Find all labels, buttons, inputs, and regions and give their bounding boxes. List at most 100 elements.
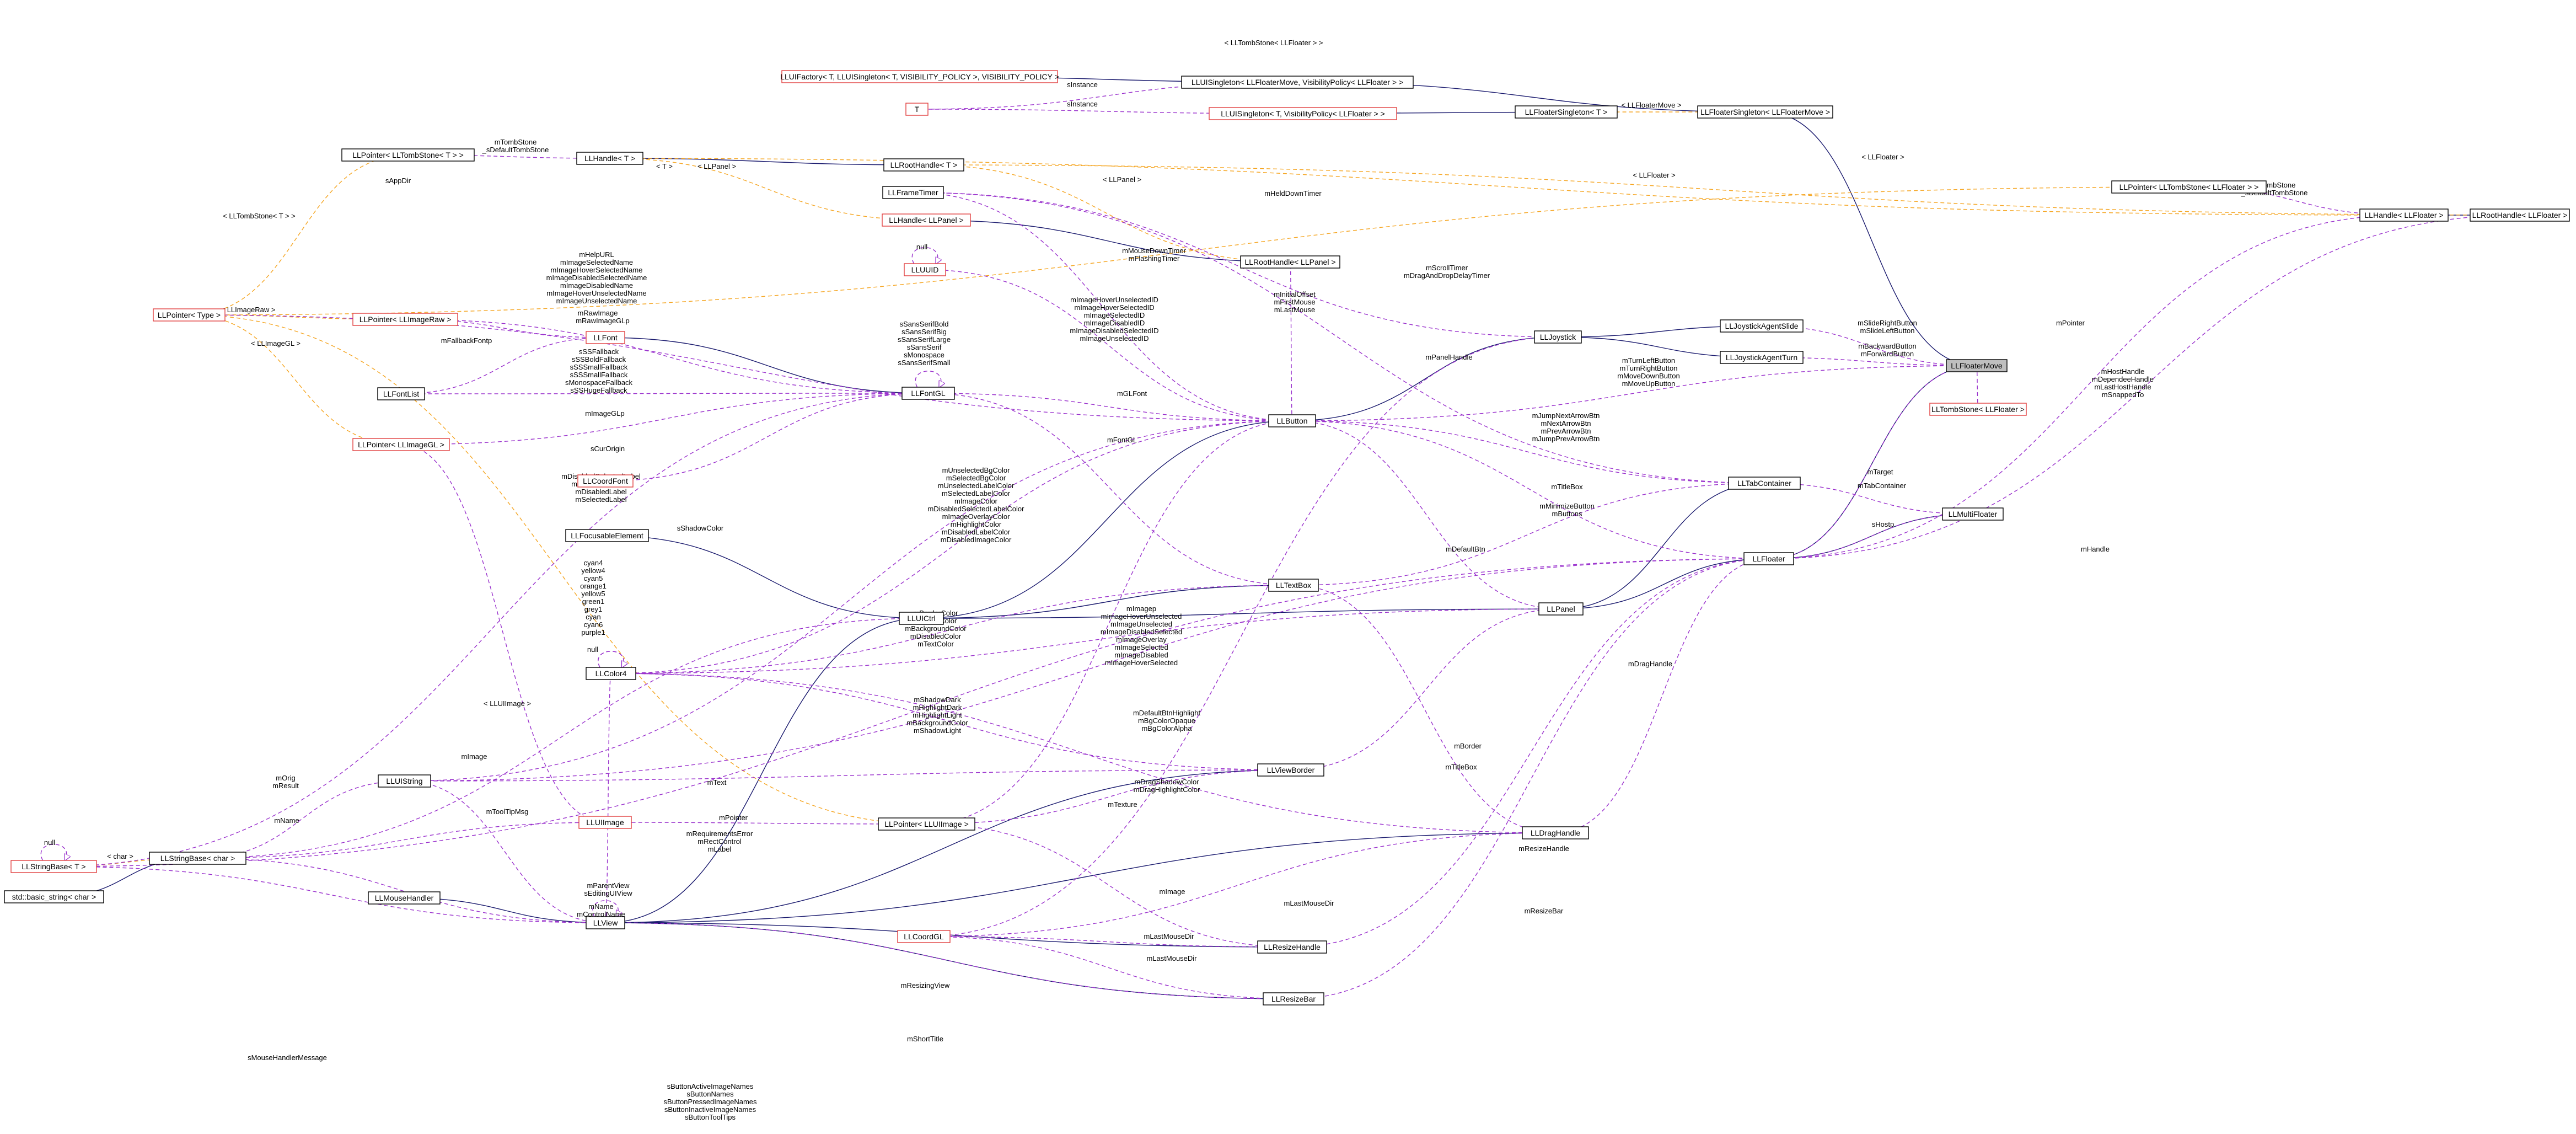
edge-LLFloaterMove-to-LLJoystickAgentTurn bbox=[1762, 357, 1977, 366]
edge-LLPointerLLUIImage-to-LLUIImage bbox=[605, 822, 927, 824]
class-node-LLPointerLLUIImage[interactable]: LLPointer< LLUIImage > bbox=[878, 817, 975, 831]
class-box bbox=[1263, 992, 1324, 1005]
class-name: LLPointer< LLTombStone< LLFloater > > bbox=[2119, 183, 2259, 191]
class-name: LLJoystickAgentTurn bbox=[1726, 353, 1797, 362]
class-node-LLHandleLLFloater[interactable]: LLHandle< LLFloater > bbox=[2359, 208, 2449, 222]
class-node-LLResizeHandle[interactable]: LLResizeHandle bbox=[1257, 940, 1327, 954]
class-node-LLUUID[interactable]: LLUUID bbox=[904, 263, 946, 276]
class-node-LLFloater[interactable]: LLFloater bbox=[1743, 552, 1794, 565]
class-box bbox=[4, 890, 104, 903]
class-name: LLMultiFloater bbox=[1949, 510, 1998, 518]
edge-label: mImage bbox=[461, 752, 487, 761]
class-name: LLPointer< LLUIImage > bbox=[884, 820, 969, 828]
class-node-LLMultiFloater[interactable]: LLMultiFloater bbox=[1942, 507, 2004, 521]
class-node-LLPointerLLImageGL[interactable]: LLPointer< LLImageGL > bbox=[352, 438, 450, 451]
edge-label: null bbox=[44, 838, 55, 847]
class-box bbox=[1257, 763, 1324, 777]
class-node-T[interactable]: T bbox=[905, 103, 929, 116]
edge-LLStringBaseT-to-LLStringBaseT bbox=[40, 844, 66, 860]
edge-LLPointerLLImageRaw-to-LLPointerType bbox=[189, 315, 406, 320]
class-node-LLHandleLLPanel[interactable]: LLHandle< LLPanel > bbox=[882, 213, 971, 227]
class-node-LLMouseHandler[interactable]: LLMouseHandler bbox=[368, 891, 441, 905]
class-node-LLPointerTombStoneT[interactable]: LLPointer< LLTombStone< T > > bbox=[341, 148, 475, 162]
class-node-LLResizeBar[interactable]: LLResizeBar bbox=[1263, 992, 1324, 1005]
class-node-LLJoystickAgentSlide[interactable]: LLJoystickAgentSlide bbox=[1720, 319, 1804, 333]
class-box bbox=[901, 387, 955, 400]
class-node-LLStringBaseChar[interactable]: LLStringBase< char > bbox=[149, 852, 246, 865]
edge-label: mBorder bbox=[1454, 742, 1482, 750]
class-node-LLFontGL[interactable]: LLFontGL bbox=[901, 387, 955, 400]
edge-label: sCurOrigin bbox=[591, 445, 625, 453]
class-node-LLJoystick[interactable]: LLJoystick bbox=[1534, 330, 1582, 344]
edge-LLUUID-to-LLUUID bbox=[911, 247, 937, 264]
class-node-LLFocusableElement[interactable]: LLFocusableElement bbox=[565, 529, 649, 542]
edge-label: < LLPanel > bbox=[697, 162, 736, 170]
class-name: LLStringBase< T > bbox=[22, 862, 85, 871]
class-node-LLFloaterMove[interactable]: LLFloaterMove bbox=[1946, 359, 2008, 372]
edge-label: mTitleBox bbox=[1551, 483, 1583, 491]
edge-label: sInstance bbox=[1067, 100, 1098, 108]
edge-label: mDefaultBtn bbox=[1446, 545, 1485, 553]
edge-labels-layer: < LLTombStone< LLFloater > >< LLFloaterM… bbox=[44, 39, 2307, 1121]
class-node-LLHandleT[interactable]: LLHandle< T > bbox=[576, 152, 643, 165]
edge-label: < T > bbox=[656, 162, 673, 170]
edge-label: mPanelHandle bbox=[1425, 353, 1472, 361]
class-name: LLFloaterSingleton< T > bbox=[1525, 108, 1608, 116]
class-node-LLUISingletonMove[interactable]: LLUISingleton< LLFloaterMove, Visibility… bbox=[1181, 76, 1414, 89]
class-node-LLUIString[interactable]: LLUIString bbox=[378, 774, 431, 788]
class-box bbox=[1946, 359, 2008, 372]
edge-LLButton-to-LLRootHandleLLPanel bbox=[1290, 262, 1292, 421]
class-node-LLTabContainer[interactable]: LLTabContainer bbox=[1728, 477, 1801, 490]
class-name: LLFontList bbox=[383, 389, 419, 398]
edge-label: mShortTitle bbox=[907, 1035, 943, 1043]
class-node-LLButton[interactable]: LLButton bbox=[1268, 414, 1316, 427]
edge-LLJoystick-to-LLCoordGL bbox=[924, 336, 1558, 937]
class-node-LLJoystickAgentTurn[interactable]: LLJoystickAgentTurn bbox=[1720, 351, 1804, 364]
edge-LLFloater-to-LLUIString bbox=[405, 558, 1769, 781]
class-node-LLTextBox[interactable]: LLTextBox bbox=[1268, 579, 1319, 592]
class-node-LLCoordFont[interactable]: LLCoordFont bbox=[577, 474, 634, 488]
class-node-LLFontList[interactable]: LLFontList bbox=[377, 387, 425, 400]
edge-label: mGLFont bbox=[1117, 389, 1147, 398]
class-node-LLUIImage[interactable]: LLUIImage bbox=[578, 816, 632, 829]
class-name: LLFloater bbox=[1752, 554, 1785, 563]
class-node-LLPointerLLImageRaw[interactable]: LLPointer< LLImageRaw > bbox=[352, 313, 458, 326]
class-node-LLFloaterSingletonT[interactable]: LLFloaterSingleton< T > bbox=[1515, 105, 1618, 119]
class-node-LLPointerTombStoneFloater[interactable]: LLPointer< LLTombStone< LLFloater > > bbox=[2111, 180, 2267, 194]
class-box bbox=[905, 103, 929, 116]
edge-LLUICtrl-to-LLView bbox=[605, 618, 922, 923]
class-node-LLCoordGL[interactable]: LLCoordGL bbox=[897, 930, 951, 943]
class-node-LLRootHandleLLFloater[interactable]: LLRootHandle< LLFloater > bbox=[2470, 208, 2570, 222]
class-node-LLViewBorder[interactable]: LLViewBorder bbox=[1257, 763, 1324, 777]
edge-LLButton-to-LLUICtrl bbox=[921, 420, 1292, 618]
class-node-basic_string[interactable]: std::basic_string< char > bbox=[4, 890, 104, 903]
class-node-LLUIFactory[interactable]: LLUIFactory< T, LLUISingleton< T, VISIBI… bbox=[780, 70, 1059, 83]
class-node-LLView[interactable]: LLView bbox=[586, 916, 625, 929]
class-name: LLHandle< LLFloater > bbox=[2364, 211, 2443, 220]
class-name: LLButton bbox=[1276, 416, 1307, 425]
class-node-LLTombStoneLLFloater[interactable]: LLTombStone< LLFloater > bbox=[1929, 403, 2027, 416]
class-box bbox=[2111, 180, 2267, 194]
class-name: LLPointer< LLImageRaw > bbox=[359, 315, 452, 324]
class-node-LLDragHandle[interactable]: LLDragHandle bbox=[1522, 826, 1589, 839]
class-node-LLStringBaseT[interactable]: LLStringBase< T > bbox=[10, 860, 97, 873]
class-node-LLFont[interactable]: LLFont bbox=[586, 331, 625, 344]
class-node-LLRootHandleLLPanel[interactable]: LLRootHandle< LLPanel > bbox=[1240, 255, 1340, 269]
class-node-LLUICtrl[interactable]: LLUICtrl bbox=[899, 612, 944, 625]
class-node-LLFloaterSingletonMove[interactable]: LLFloaterSingleton< LLFloaterMove > bbox=[1697, 105, 1833, 119]
class-node-LLUISingletonT[interactable]: LLUISingleton< T, VisibilityPolicy< LLFl… bbox=[1209, 107, 1397, 120]
class-node-LLPointerType[interactable]: LLPointer< Type > bbox=[153, 308, 226, 322]
edge-label: < LLFloater > bbox=[1633, 171, 1675, 179]
class-node-LLPanel[interactable]: LLPanel bbox=[1538, 602, 1584, 616]
edge-label: sMouseHandlerMessage bbox=[248, 1053, 327, 1062]
class-node-LLColor4[interactable]: LLColor4 bbox=[586, 667, 636, 680]
class-box bbox=[341, 148, 475, 162]
edge-label: < LLTombStone< LLFloater > > bbox=[1225, 39, 1323, 47]
edge-LLButton-to-LLPointerLLUIImage bbox=[927, 420, 1292, 824]
class-node-LLFrameTimer[interactable]: LLFrameTimer bbox=[882, 186, 944, 199]
class-node-LLRootHandleT[interactable]: LLRootHandle< T > bbox=[883, 158, 964, 172]
edge-label: < LLFloater > bbox=[1861, 153, 1904, 161]
class-box bbox=[1538, 602, 1584, 616]
